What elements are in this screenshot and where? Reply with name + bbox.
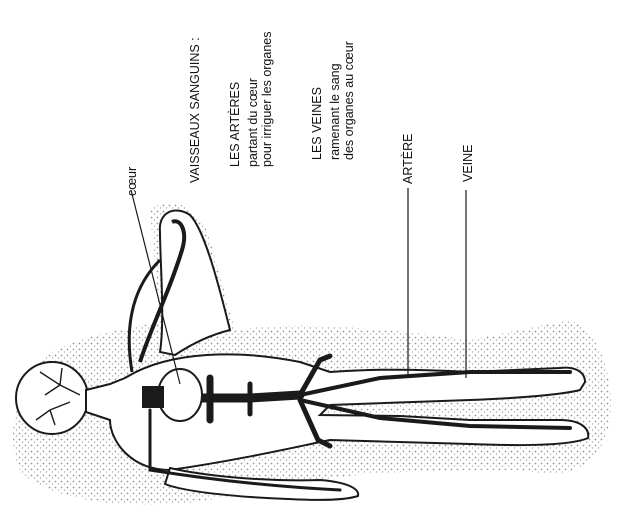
background-shading: [13, 203, 611, 505]
